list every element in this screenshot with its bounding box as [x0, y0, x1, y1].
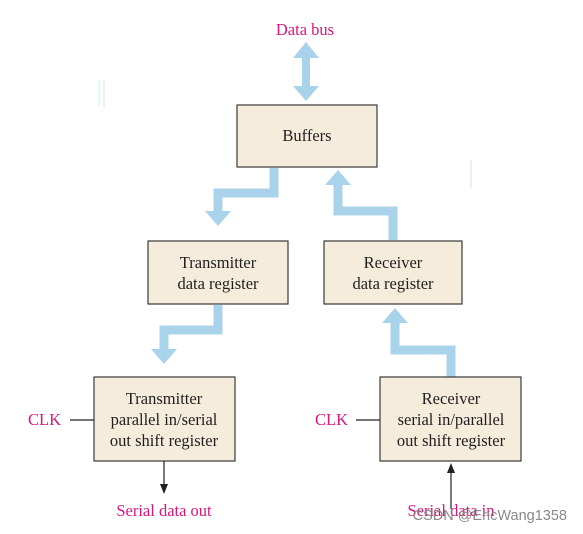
buffers-label: Buffers	[282, 126, 331, 145]
clk-left-label: CLK	[28, 410, 61, 429]
receiver-data-register-box: Receiver data register	[323, 240, 463, 305]
bus-buffers-to-transmitter	[205, 168, 279, 226]
receiver-shift-register-line3: out shift register	[397, 431, 506, 450]
transmitter-shift-register-line3: out shift register	[110, 431, 219, 450]
scan-artifacts	[98, 80, 472, 188]
transmitter-shift-register-box: Transmitter parallel in/serial out shift…	[93, 376, 236, 462]
serial-data-out-arrow	[160, 461, 168, 494]
transmitter-data-register-line1: Transmitter	[180, 253, 257, 272]
transmitter-shift-register-line1: Transmitter	[126, 389, 203, 408]
transmitter-shift-register-line2: parallel in/serial	[111, 410, 218, 429]
clk-right-label: CLK	[315, 410, 348, 429]
receiver-shift-register-line1: Receiver	[422, 389, 481, 408]
serial-data-in-arrow	[447, 463, 455, 509]
data-bus-label: Data bus	[276, 20, 334, 39]
bus-transmitter-register-to-shift	[151, 305, 223, 364]
watermark: CSDN @EricWang1358	[413, 508, 567, 524]
buffers-box: Buffers	[236, 104, 378, 168]
data-bus-arrow	[293, 42, 319, 101]
serial-data-out-label: Serial data out	[116, 501, 212, 520]
receiver-shift-register-line2: serial in/parallel	[398, 410, 505, 429]
transmitter-data-register-line2: data register	[177, 274, 259, 293]
receiver-data-register-line1: Receiver	[364, 253, 423, 272]
bus-receiver-to-buffers	[325, 170, 398, 240]
serial-data-in-label: Serial data in	[407, 501, 494, 520]
transmitter-data-register-box: Transmitter data register	[147, 240, 289, 305]
bus-receiver-shift-to-register	[382, 308, 456, 377]
receiver-data-register-line2: data register	[352, 274, 434, 293]
receiver-shift-register-box: Receiver serial in/parallel out shift re…	[379, 376, 522, 462]
